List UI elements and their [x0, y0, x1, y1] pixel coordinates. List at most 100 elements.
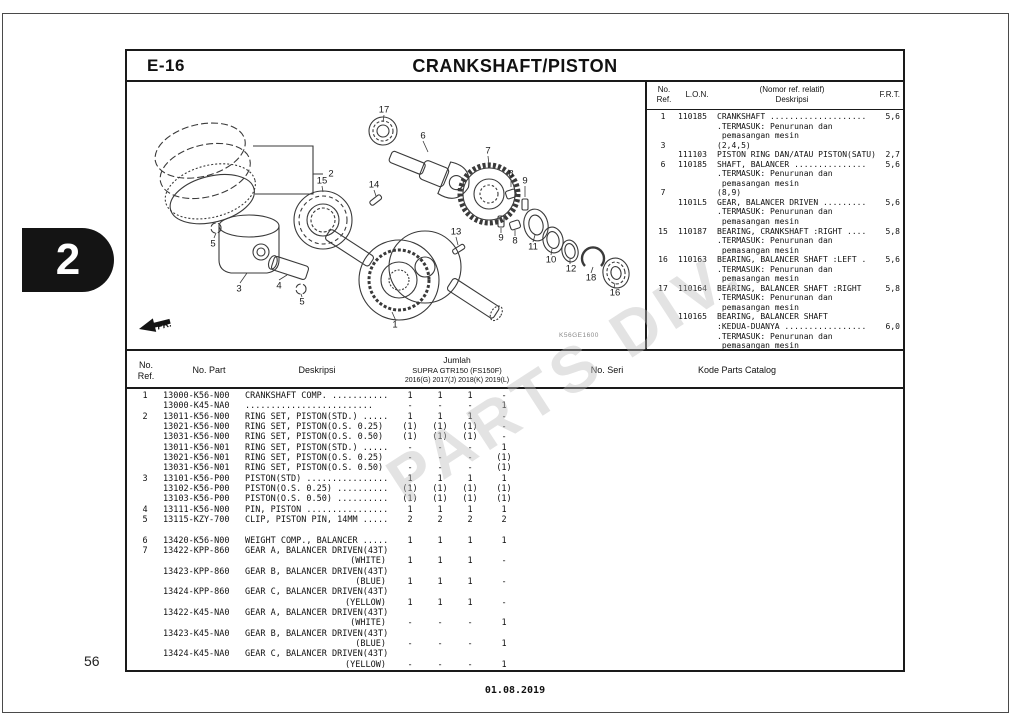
- table-row: (WHITE)---1: [127, 618, 903, 628]
- row-part-number: 13000-K45-NA0: [163, 401, 230, 412]
- lon-line-lon: 111103: [678, 150, 707, 160]
- lon-line: pemasangan mesin: [647, 246, 903, 256]
- lon-line-text: .TERMASUK: Penurunan dan: [717, 207, 833, 217]
- lon-line-text: .TERMASUK: Penurunan dan: [717, 121, 833, 131]
- lon-line-text: pemasangan mesin: [717, 302, 799, 312]
- header-catalog: Kode Parts Catalog: [697, 365, 777, 375]
- table-row: (YELLOW)---1: [127, 660, 903, 670]
- lon-line-ref: 1: [660, 112, 666, 121]
- row-part-number: 13031-K56-N00: [163, 432, 230, 443]
- row-description: RING SET, PISTON(O.S. 0.25): [245, 452, 384, 463]
- row-qty: -: [467, 659, 473, 670]
- row-qty: 2: [501, 514, 507, 525]
- row-part-number: 13115-KZY-700: [163, 514, 230, 525]
- row-qty: -: [501, 432, 507, 443]
- table-row: 13423-KPP-860 GEAR B, BALANCER DRIVEN(43T…: [127, 567, 903, 577]
- lon-line-ref: 17: [658, 283, 668, 293]
- row-description: GEAR C, BALANCER DRIVEN(43T): [245, 649, 389, 660]
- diagram-callout: 2: [328, 168, 334, 180]
- lon-line-text: BEARING, CRANKSHAFT :RIGHT ....: [717, 226, 867, 236]
- row-qty: 1: [437, 576, 443, 587]
- row-qty: 2: [407, 514, 413, 525]
- row-qty: -: [467, 618, 473, 629]
- row-description: CRANKSHAFT COMP. ...........: [245, 391, 389, 401]
- lon-line-lon: 110187: [678, 226, 707, 236]
- row-part-number: 13031-K56-N01: [163, 463, 230, 474]
- row-ref: 1: [142, 391, 148, 401]
- row-part-number: 13423-KPP-860: [163, 566, 230, 577]
- row-qty: 1: [437, 535, 443, 546]
- row-ref: 7: [142, 545, 148, 556]
- row-qty: 1: [501, 535, 507, 546]
- diagram-callout: 4: [276, 280, 282, 292]
- row-qty: 2: [437, 514, 443, 525]
- row-description: .........................: [245, 401, 373, 412]
- lon-line-text: .TERMASUK: Penurunan dan: [717, 293, 833, 303]
- lon-line: pemasangan mesin: [647, 179, 903, 189]
- row-part-number: 13111-K56-N00: [163, 504, 230, 515]
- row-qty: 1: [467, 556, 473, 567]
- row-qty: (1): [402, 421, 418, 432]
- row-description: GEAR B, BALANCER DRIVEN(43T): [245, 566, 389, 577]
- row-qty: (1): [402, 432, 418, 443]
- row-qty: (1): [432, 432, 448, 443]
- row-qty: 1: [437, 391, 443, 401]
- row-qty: -: [407, 638, 413, 649]
- lon-line-ref: 7: [660, 188, 666, 198]
- diagram-callout: 18: [585, 272, 597, 284]
- row-qty: -: [407, 659, 413, 670]
- row-description: (YELLOW): [345, 597, 386, 608]
- row-qty: -: [407, 452, 413, 463]
- header-qty-title: Jumlah: [443, 355, 471, 365]
- row-qty: -: [501, 411, 507, 422]
- lon-line-frt: 5,6: [885, 112, 900, 121]
- lon-line-frt: 5,6: [885, 197, 900, 207]
- lon-line-lon: 1101L5: [678, 197, 707, 207]
- row-qty: (1): [496, 483, 512, 494]
- row-description: CLIP, PISTON PIN, 14MM .....: [245, 514, 389, 525]
- catalog-page-frame: E-16 CRANKSHAFT/PISTON: [125, 49, 905, 672]
- header-part: No. Part: [192, 365, 226, 375]
- lon-line-frt: 6,0: [885, 322, 900, 332]
- lon-header-ref-line2: Ref.: [656, 95, 672, 104]
- row-ref: 2: [142, 411, 148, 422]
- row-description: RING SET, PISTON(O.S. 0.25): [245, 421, 384, 432]
- row-ref: 4: [142, 504, 148, 515]
- lon-line: .TERMASUK: Penurunan dan: [647, 207, 903, 217]
- lon-line: .TERMASUK: Penurunan dan: [647, 265, 903, 275]
- lon-line-text: .TERMASUK: Penurunan dan: [717, 236, 833, 246]
- row-qty: 1: [467, 473, 473, 484]
- lon-line-text: (2,4,5): [717, 140, 751, 150]
- page-title: CRANKSHAFT/PISTON: [412, 56, 618, 76]
- row-qty: -: [501, 597, 507, 608]
- row-qty: 1: [437, 411, 443, 422]
- lon-line-ref: 15: [658, 226, 668, 236]
- row-qty: (1): [432, 483, 448, 494]
- row-qty: (1): [402, 494, 418, 505]
- row-part-number: 13011-K56-N01: [163, 442, 230, 453]
- row-qty: (1): [496, 463, 512, 474]
- lon-line-text: pemasangan mesin: [717, 131, 799, 141]
- row-qty: 1: [501, 442, 507, 453]
- row-part-number: 13102-K56-P00: [163, 483, 230, 494]
- lon-header-ref-line1: No.: [657, 85, 671, 94]
- diagram-callout: 14: [368, 179, 380, 191]
- lon-line: pemasangan mesin: [647, 341, 903, 351]
- header-desc: Deskripsi: [298, 365, 336, 375]
- lon-header-desc-line2: Deskripsi: [775, 95, 809, 104]
- row-ref: 6: [142, 535, 148, 546]
- row-description: WEIGHT COMP., BALANCER .....: [245, 535, 389, 546]
- row-qty: -: [407, 442, 413, 453]
- row-description: (BLUE): [355, 638, 386, 649]
- footer-date: 01.08.2019: [484, 685, 546, 696]
- row-qty: -: [501, 391, 507, 401]
- row-part-number: 13011-K56-N00: [163, 411, 230, 422]
